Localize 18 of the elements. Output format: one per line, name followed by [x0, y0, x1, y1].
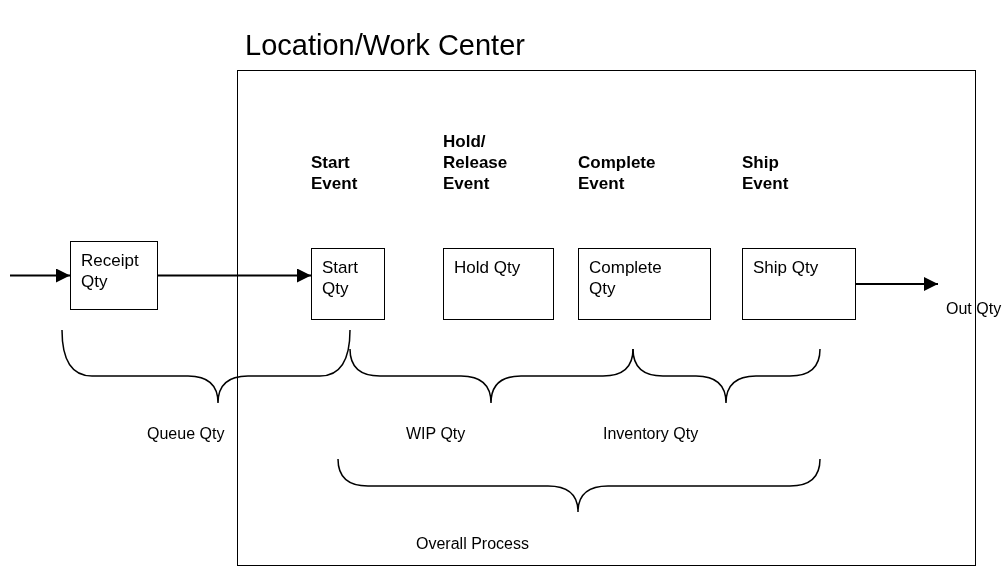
event-heading: Complete Event — [578, 152, 657, 194]
event-heading: Start Event — [311, 152, 359, 194]
output-label: Out Qty — [946, 300, 1002, 318]
process-box: Receipt Qty — [70, 241, 158, 310]
frame-title: Location/Work Center — [245, 28, 525, 62]
arrow — [157, 268, 312, 283]
span-label: Overall Process — [416, 535, 529, 553]
process-box: Start Qty — [311, 248, 385, 320]
event-heading: Ship Event — [742, 152, 790, 194]
arrow — [855, 277, 939, 291]
arrow — [9, 268, 71, 283]
event-heading: Hold/ Release Event — [443, 131, 509, 194]
process-box: Ship Qty — [742, 248, 856, 320]
process-box: Hold Qty — [443, 248, 554, 320]
span-label: Inventory Qty — [603, 425, 699, 443]
process-box: Complete Qty — [578, 248, 711, 320]
span-label: Queue Qty — [147, 425, 225, 443]
span-label: WIP Qty — [406, 425, 466, 443]
